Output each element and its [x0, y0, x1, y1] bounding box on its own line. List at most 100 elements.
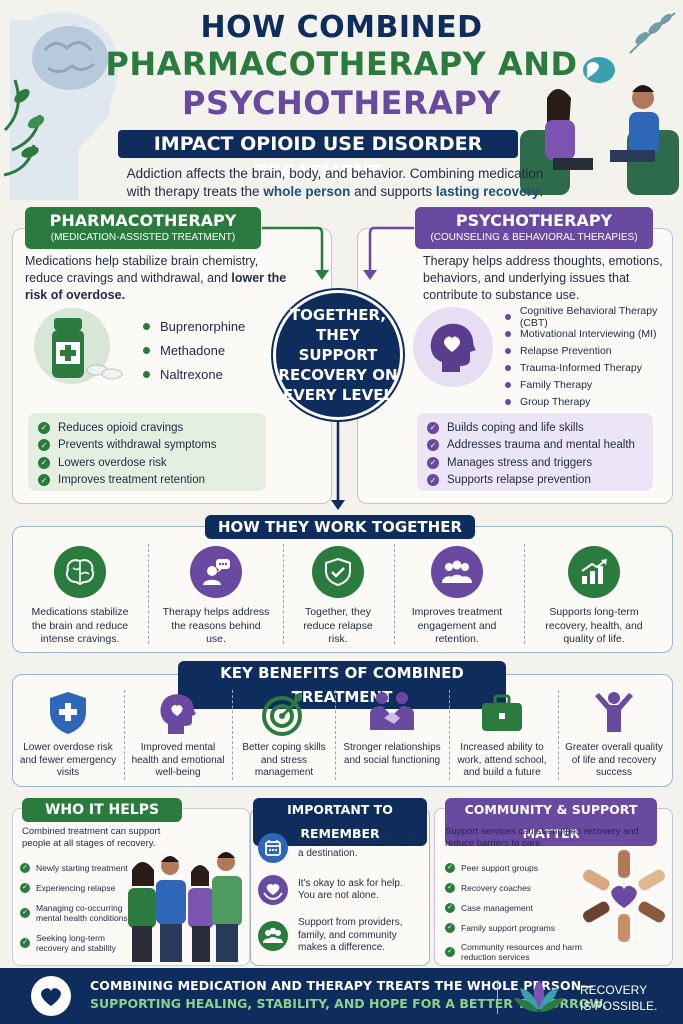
shield-cross-icon [50, 692, 86, 734]
title-line1: HOW COMBINED [200, 10, 483, 45]
check-icon: ✓ [427, 421, 439, 434]
work-item: Medications stabilize the brain and redu… [24, 546, 136, 647]
group-icon [431, 546, 483, 598]
target-icon [262, 694, 302, 736]
who-item: ✓Experiencing relapse [20, 878, 138, 898]
therapy-item: Motivational Interviewing (MI) [505, 325, 683, 342]
medication-item: Buprenorphine [143, 314, 245, 338]
medication-item: Methadone [143, 338, 245, 362]
work-together-title: HOW THEY WORK TOGETHER [205, 515, 475, 539]
bullet-icon [505, 330, 511, 337]
footer-tagline2: IS POSSIBLE. [580, 999, 658, 1013]
check-icon: ✓ [427, 456, 439, 469]
footer [0, 968, 683, 1024]
community-item: ✓Recovery coaches [445, 878, 585, 898]
remember-item: Recovery is a journey, not a destination… [258, 828, 428, 868]
remember-item: It's okay to ask for help. You are not a… [258, 870, 428, 910]
footer-divider [497, 980, 498, 1014]
bullet-icon [505, 347, 511, 354]
briefcase-icon [482, 694, 522, 731]
community-item: ✓Case management [445, 898, 585, 918]
pharmacotherapy-description: Medications help stabilize brain chemist… [25, 254, 287, 302]
celebrate-person-icon [595, 692, 633, 732]
leaf-decoration-icon [629, 12, 676, 54]
divider [394, 544, 395, 644]
community-item: ✓Community resources and harm reduction … [445, 938, 585, 966]
growth-chart-icon [568, 546, 620, 598]
community-title: COMMUNITY & SUPPORT MATTER [445, 798, 657, 846]
who-item: ✓Seeking long-term recovery and stabilit… [20, 928, 138, 958]
heart-hands-icon [258, 875, 288, 905]
community-item: ✓Peer support groups [445, 858, 585, 878]
benefit-card: Better coping skills and stress manageme… [238, 690, 330, 780]
intro-text: Addiction affects the brain, body, and b… [126, 166, 544, 199]
psychotherapy-benefits: ✓Builds coping and life skills ✓Addresse… [417, 413, 653, 491]
head-heart-icon [160, 694, 196, 734]
check-icon: ✓ [20, 883, 30, 893]
heart-icon [31, 976, 71, 1016]
divider [558, 690, 559, 780]
footer-tagline1: RECOVERY [580, 983, 648, 997]
shield-check-icon [312, 546, 364, 598]
work-item: Together, they reduce relapse risk. [293, 546, 383, 647]
bullet-icon [143, 346, 150, 354]
benefit-item: ✓Reduces opioid cravings [38, 419, 256, 437]
therapy-item: Relapse Prevention [505, 342, 683, 359]
work-item: Therapy helps address the reasons behind… [162, 546, 270, 647]
benefit-card: Stronger relationships and social functi… [340, 690, 444, 767]
check-icon: ✓ [38, 421, 50, 434]
benefit-item: ✓Builds coping and life skills [427, 419, 643, 437]
divider [232, 690, 233, 780]
divider [335, 690, 336, 780]
therapy-item: Group Therapy [505, 393, 683, 410]
benefit-item: ✓Addresses trauma and mental health [427, 437, 643, 455]
subtitle-band: IMPACT OPIOID USE DISORDER TREATMENT [118, 130, 518, 183]
check-icon: ✓ [38, 439, 50, 452]
family-illustration [128, 852, 242, 962]
check-icon: ✓ [427, 474, 439, 487]
divider [124, 690, 125, 780]
check-icon: ✓ [20, 863, 30, 873]
title-line3: PSYCHOTHERAPY [182, 84, 501, 122]
head-heart-icon [413, 307, 493, 387]
work-item: Supports long-term recovery, health, and… [538, 546, 650, 647]
calendar-icon [258, 833, 288, 863]
handshake-icon [370, 692, 414, 730]
check-icon: ✓ [20, 908, 30, 918]
divider [148, 544, 149, 644]
check-icon: ✓ [445, 947, 455, 957]
divider [449, 690, 450, 780]
people-icon [258, 921, 288, 951]
bullet-icon [505, 398, 511, 405]
counseling-illustration [520, 57, 679, 195]
bullet-icon [143, 370, 150, 378]
work-item: Improves treatment engagement and retent… [403, 546, 511, 647]
who-description: Combined treatment can support people at… [22, 826, 161, 849]
psychotherapy-title: PSYCHOTHERAPY [455, 211, 613, 230]
bullet-icon [505, 364, 511, 371]
check-icon: ✓ [445, 923, 455, 933]
benefit-card: Increased ability to work, attend school… [453, 690, 551, 780]
check-icon: ✓ [445, 883, 455, 893]
lotus-icon [514, 980, 564, 1012]
psychotherapy-subtitle: (COUNSELING & BEHAVIORAL THERAPIES) [430, 232, 638, 243]
therapy-item: Trauma-Informed Therapy [505, 359, 683, 376]
hands-circle-heart-icon [582, 850, 666, 942]
community-description: Support services can strengthen recovery… [445, 826, 639, 849]
bullet-icon [505, 313, 511, 320]
benefit-card: Improved mental health and emotional wel… [128, 690, 228, 780]
community-list: ✓Peer support groups ✓Recovery coaches ✓… [445, 858, 585, 966]
benefit-item: ✓Manages stress and triggers [427, 454, 643, 472]
title-line2: PHARMACOTHERAPY AND [105, 45, 578, 83]
check-icon: ✓ [445, 903, 455, 913]
who-it-helps-title: WHO IT HELPS [22, 798, 182, 822]
pharmacotherapy-tab: PHARMACOTHERAPY (MEDICATION-ASSISTED TRE… [25, 207, 261, 249]
medication-item: Naltrexone [143, 362, 245, 386]
who-item: ✓Managing co-occurring mental health con… [20, 898, 138, 928]
check-icon: ✓ [427, 439, 439, 452]
brain-head-illustration [3, 12, 119, 200]
chat-person-icon [190, 546, 242, 598]
check-icon: ✓ [445, 863, 455, 873]
benefit-card: Greater overall quality of life and reco… [564, 690, 664, 780]
pharmacotherapy-subtitle: (MEDICATION-ASSISTED TREATMENT) [50, 232, 236, 243]
